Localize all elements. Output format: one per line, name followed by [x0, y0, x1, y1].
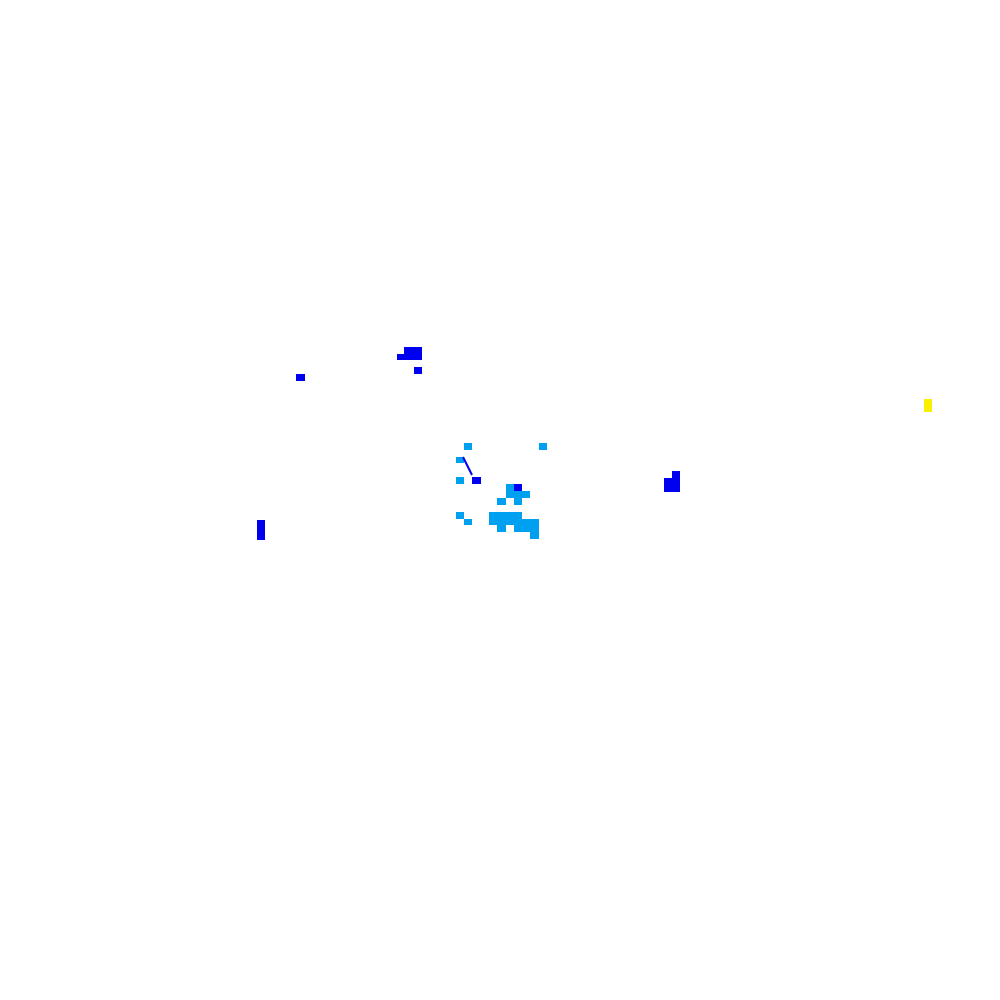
blue-dot-small-top: [414, 367, 422, 374]
cyan-block: [514, 519, 539, 532]
blue-dot-center: [514, 484, 522, 491]
cyan-dot: [514, 491, 530, 498]
blue-blob-top-cluster-ext: [397, 354, 405, 360]
blue-blob-right-top: [672, 471, 680, 479]
cyan-dot: [539, 443, 547, 450]
blue-blob-right: [664, 478, 680, 492]
cyan-block: [530, 532, 539, 539]
cyan-block: [497, 525, 506, 532]
cyan-dot: [514, 498, 522, 505]
blue-dot-left: [296, 374, 305, 381]
cyan-dot: [497, 498, 506, 505]
yellow-dot-far-right: [924, 399, 932, 412]
blue-dot-center: [472, 477, 481, 484]
cyan-dot: [456, 512, 464, 519]
blue-bar-lower-left: [257, 520, 265, 540]
blue-diagonal-stroke: [462, 456, 473, 476]
cyan-dot: [464, 443, 472, 450]
cyan-dot: [506, 484, 515, 498]
cyan-dot: [464, 519, 472, 525]
blue-blob-top-cluster: [404, 347, 422, 360]
cyan-block: [489, 512, 522, 525]
cyan-dot: [456, 477, 464, 484]
cyan-dot: [456, 457, 464, 463]
